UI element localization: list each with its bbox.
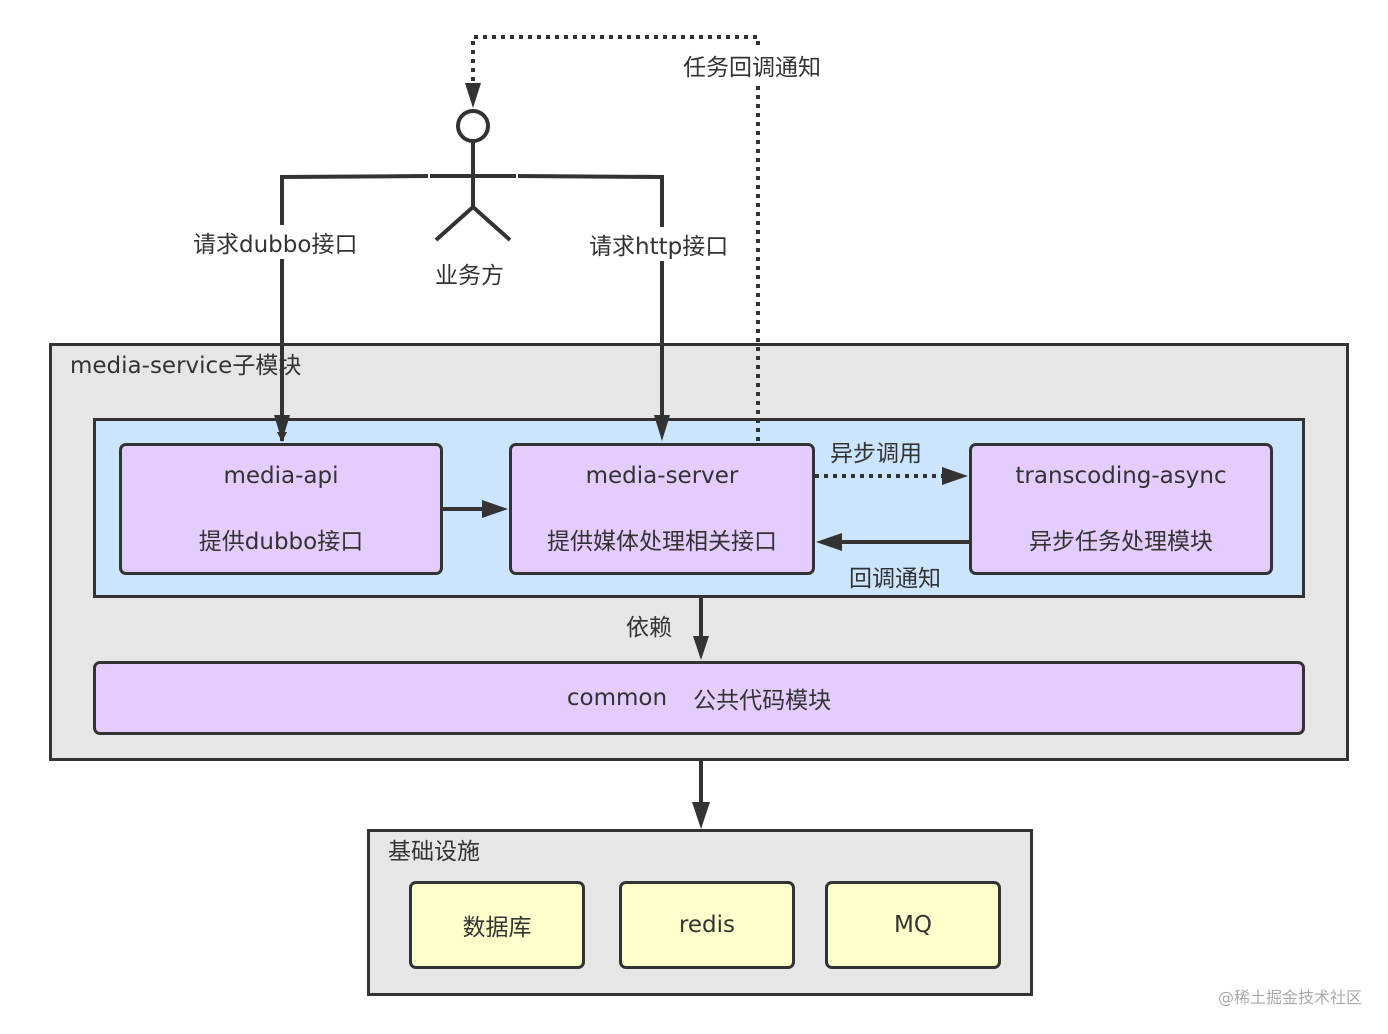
infra-mq[interactable]: MQ [825, 881, 1001, 969]
common-module[interactable]: common 公共代码模块 [93, 661, 1305, 735]
media-api-module[interactable]: media-api 提供dubbo接口 [119, 443, 443, 575]
watermark: @稀土掘金技术社区 [1217, 988, 1362, 1007]
edge-label-request-http: 请求http接口 [589, 227, 729, 261]
actor-label: 业务方 [435, 256, 504, 290]
infra-database[interactable]: 数据库 [409, 881, 585, 969]
transcoding-async-desc: 异步任务处理模块 [1029, 528, 1213, 555]
edge-label-async-call: 异步调用 [830, 434, 922, 468]
infra-redis[interactable]: redis [619, 881, 795, 969]
media-api-name: media-api [223, 462, 339, 489]
media-server-module[interactable]: media-server 提供媒体处理相关接口 [509, 443, 815, 575]
common-desc: 公共代码模块 [693, 688, 832, 714]
transcoding-async-module[interactable]: transcoding-async 异步任务处理模块 [969, 443, 1273, 575]
media-server-desc: 提供媒体处理相关接口 [547, 528, 777, 555]
arrowhead-task-callback [465, 83, 481, 108]
media-api-desc: 提供dubbo接口 [198, 528, 364, 555]
arrowhead-to-infra [692, 802, 710, 829]
media-server-name: media-server [585, 462, 739, 489]
edge-label-callback: 回调通知 [849, 559, 941, 593]
infrastructure-title: 基础设施 [388, 839, 480, 865]
media-service-title: media-service子模块 [70, 353, 302, 379]
common-name: common [566, 685, 668, 711]
edge-label-depends: 依赖 [626, 608, 672, 642]
edge-label-request-dubbo: 请求dubbo接口 [193, 225, 358, 259]
infra-mq-label: MQ [894, 912, 932, 938]
edge-label-task-callback: 任务回调通知 [683, 48, 821, 82]
infra-redis-label: redis [678, 912, 736, 938]
transcoding-async-name: transcoding-async [1015, 462, 1227, 489]
actor-icon [430, 109, 516, 242]
infra-database-label: 数据库 [462, 915, 532, 941]
